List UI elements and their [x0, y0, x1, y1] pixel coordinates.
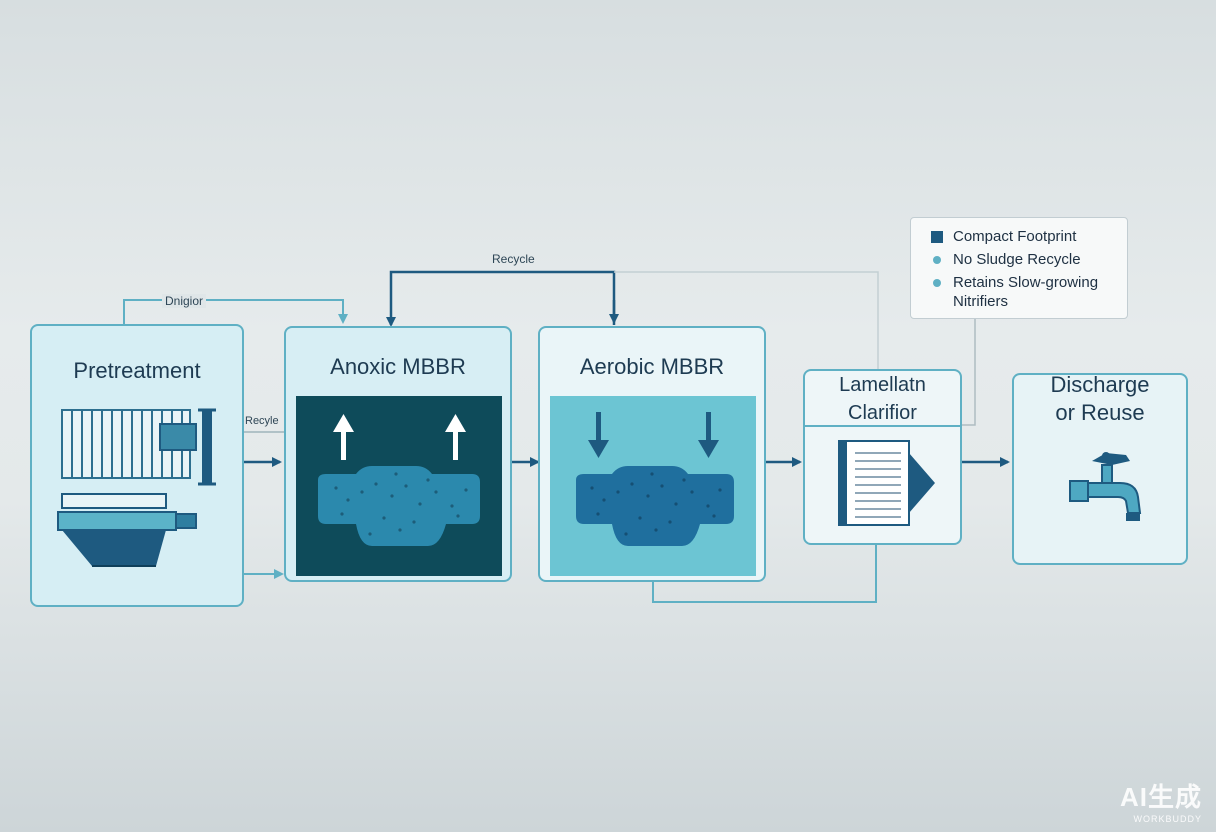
- aerobic-title: Aerobic MBBR: [579, 354, 725, 379]
- top-recycle-line: [386, 270, 616, 327]
- label-left-top: Dnigior: [162, 294, 207, 308]
- discharge-title-line1: Discharge: [1050, 372, 1150, 397]
- dot-marker-icon: [933, 279, 941, 287]
- legend-item-no-sludge-recycle: No Sludge Recycle: [953, 251, 1081, 268]
- clarifier-title-line2: Clarifior: [848, 402, 917, 424]
- legend-item-compact-footprint: Compact Footprint: [953, 228, 1077, 245]
- clarifier-stage: Lamellatn Clarifior: [803, 369, 962, 545]
- bar-screen-icon: [61, 408, 216, 486]
- dot-marker-icon: [933, 256, 941, 264]
- carrier-media-icon: [318, 466, 480, 546]
- watermark: AI生成 WORKBUDDY: [1120, 777, 1202, 824]
- lamella-plates-icon: [838, 440, 935, 526]
- legend-item-line1: Retains Slow-growing: [953, 274, 1099, 291]
- bottom-return-line: [652, 545, 877, 603]
- watermark-line2: WORKBUDDY: [1133, 814, 1202, 824]
- clarifier-title-line1: Lamellatn: [839, 374, 926, 396]
- grit-chamber-icon: [57, 493, 197, 567]
- anoxic-title: Anoxic MBBR: [330, 354, 466, 379]
- legend-leader-line: [962, 319, 976, 426]
- anoxic-mbbr-stage: Anoxic MBBR: [284, 326, 512, 582]
- legend: Compact Footprint No Sludge Recycle Reta…: [910, 217, 1128, 319]
- up-arrow-icon: [333, 414, 466, 460]
- left-top-line: [123, 299, 348, 325]
- clarifier-divider: [805, 425, 960, 427]
- label-top-recycle: Recycle: [492, 252, 535, 266]
- label-left-recycle: Recyle: [245, 415, 279, 427]
- discharge-title-line2: or Reuse: [1055, 400, 1145, 425]
- carrier-media-icon-aerobic: [576, 466, 734, 546]
- pretreatment-title: Pretreatment: [73, 358, 201, 383]
- anoxic-tank: [296, 396, 502, 576]
- down-arrow-icon: [588, 412, 719, 458]
- watermark-line1: AI生成: [1119, 782, 1202, 812]
- discharge-title: Discharge or Reuse: [1014, 371, 1186, 427]
- discharge-stage: Discharge or Reuse: [1012, 371, 1188, 565]
- aerobic-mbbr-stage: Aerobic MBBR: [538, 326, 766, 582]
- clarifier-title: Lamellatn Clarifior: [805, 371, 960, 427]
- aerobic-tank: [550, 396, 756, 576]
- legend-item-retains-nitrifiers: Retains Slow-growing Nitrifiers: [953, 273, 1098, 311]
- water-tap-icon: [1069, 452, 1142, 521]
- square-marker-icon: [931, 231, 943, 243]
- pretreatment-stage: Pretreatment: [30, 324, 244, 607]
- legend-item-line2: Nitrifiers: [953, 293, 1008, 310]
